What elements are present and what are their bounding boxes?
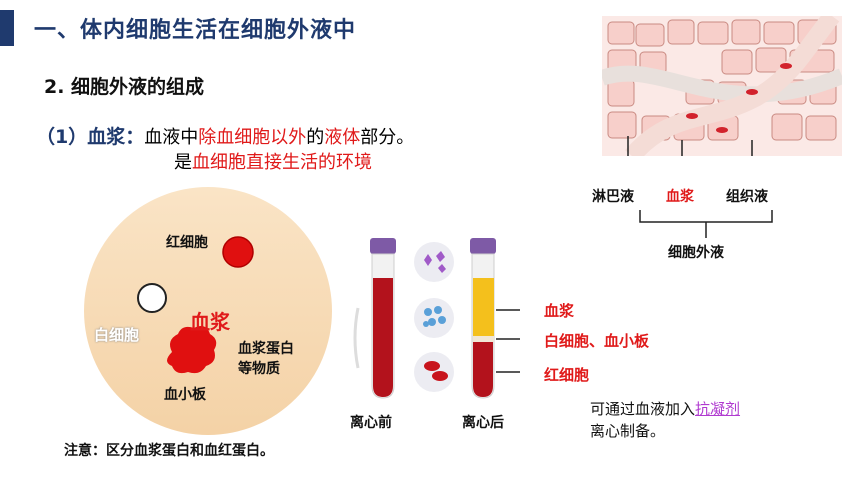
tube-before-cap [370, 238, 396, 254]
rbc-cluster-icon [414, 352, 454, 392]
platelet-cluster-icon [414, 298, 454, 338]
plasma-environment: 是血细胞直接生活的环境 [174, 150, 372, 176]
plasma-label: 血浆 [190, 310, 230, 334]
prep-text: 可通过血液加入抗凝剂 离心制备。 [590, 398, 740, 442]
section-title: 2. 细胞外液的组成 [44, 76, 205, 98]
tissue-illustration [602, 16, 842, 156]
layer-rbc-label: 红细胞 [544, 366, 590, 384]
def-part-5: 部分。 [360, 127, 415, 148]
tube-after-plasma-layer [473, 278, 494, 336]
layer-plasma-label: 血浆 [544, 302, 575, 320]
white-blood-cell-icon [137, 283, 167, 313]
tube-before-label: 离心前 [350, 415, 392, 431]
wbc-label: 白细胞 [94, 326, 140, 344]
ecf-bracket [639, 210, 773, 238]
interstitial-label: 组织液 [726, 189, 768, 205]
blood-components-diagram [84, 187, 332, 435]
tissue-plasma-label: 血浆 [666, 189, 694, 205]
plasma-protein-label: 血浆蛋白 [238, 341, 294, 357]
tube-after-rbc-layer [473, 342, 493, 397]
platelet-label: 血小板 [164, 387, 206, 403]
note-text: 注意：区分血浆蛋白和血红蛋白。 [64, 443, 274, 459]
env-part-2: 血细胞直接生活的环境 [192, 152, 372, 173]
tube-before-blood [373, 278, 393, 397]
ecf-label: 细胞外液 [668, 245, 724, 261]
prep-part-1: 可通过血液加入 [590, 400, 696, 418]
rbc-label: 红细胞 [166, 235, 208, 251]
test-tubes-illustration [353, 238, 520, 399]
blood-vessel [625, 16, 840, 156]
layer-wbc-label: 白细胞、血小板 [544, 332, 650, 350]
lymph-vessel [602, 65, 842, 103]
anticoagulant-link[interactable]: 抗凝剂 [695, 400, 741, 418]
tube-after-cap [470, 238, 496, 254]
red-blood-cell-icon [222, 236, 254, 268]
prep-part-2: 离心制备。 [590, 422, 666, 440]
tube-after-label: 离心后 [462, 415, 504, 431]
lymph-label: 淋巴液 [592, 189, 634, 205]
plasma-circle [84, 187, 332, 435]
def-part-4: 液体 [324, 127, 361, 148]
plasma-tag: （1）血浆： [36, 126, 145, 148]
header-accent-bar [0, 10, 14, 46]
def-part-1: 血液中 [144, 127, 199, 148]
platelet-icon [167, 326, 217, 374]
wbc-cluster-icon [414, 242, 454, 282]
def-part-2: 除血细胞以外 [198, 127, 307, 148]
plasma-protein-label-2: 等物质 [238, 361, 280, 377]
env-part-1: 是 [174, 152, 192, 173]
tube-after-buffy-layer [473, 336, 494, 342]
page-title: 一、体内细胞生活在细胞外液中 [34, 18, 357, 43]
def-part-3: 的 [306, 127, 325, 148]
plasma-definition: （1）血浆：血液中除血细胞以外的液体部分。 [36, 124, 414, 151]
